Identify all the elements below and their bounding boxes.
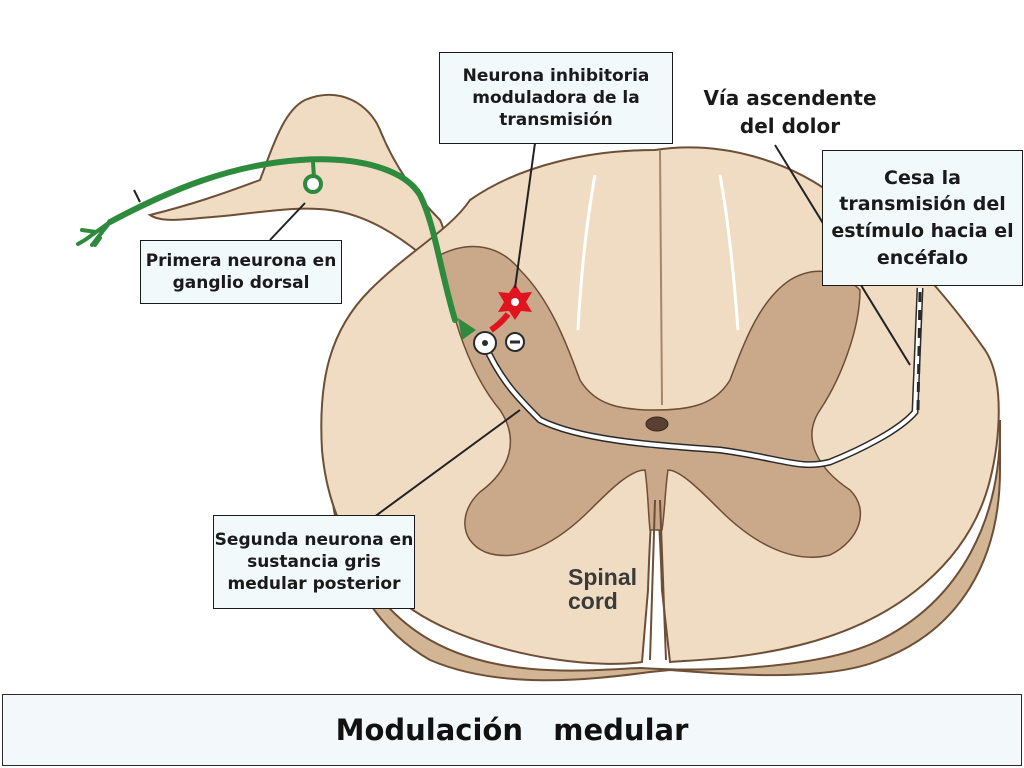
label-second-neuron: Segunda neurona en sustancia gris medula… <box>213 515 415 609</box>
first-neuron <box>76 156 476 340</box>
figure-text-spinal-cord: Spinal cord <box>568 564 638 615</box>
nerve-tick <box>133 189 141 203</box>
second-neuron <box>473 287 924 469</box>
label-ascending-pathway: Vía ascendente del dolor <box>703 86 877 138</box>
first-neuron-soma <box>303 174 323 194</box>
dorsal-column-line-right <box>718 174 740 331</box>
dorsal-column-line-left <box>576 174 597 331</box>
pointer-inhibitory <box>514 142 536 289</box>
inhibitory-neuron-nucleus <box>511 298 519 306</box>
central-canal <box>645 416 669 432</box>
inhibitory-neuron <box>489 284 532 333</box>
pointer-first-neuron <box>269 202 306 241</box>
label-inhibitory-neuron: Neurona inhibitoria moduladora de la tra… <box>439 52 673 144</box>
blocked-pathway <box>916 289 922 411</box>
inhibitory-neuron-axon <box>489 312 511 333</box>
second-neuron-nucleus <box>482 340 488 346</box>
first-neuron-terminal <box>458 318 476 340</box>
minus-sign-icon <box>505 332 525 352</box>
spinal-cord-gray-matter <box>439 245 861 558</box>
dorsal-median-sulcus <box>659 149 663 406</box>
label-transmission-stops: Cesa la transmisión del estímulo hacia e… <box>822 150 1023 286</box>
label-first-neuron: Primera neurona en ganglio dorsal <box>140 240 342 304</box>
pointer-second-neuron <box>369 409 521 521</box>
slide-title: Modulación medular <box>335 713 689 747</box>
second-neuron-axon <box>483 287 922 467</box>
spinal-cord-slab <box>329 419 1002 682</box>
ventral-median-fissure <box>649 499 667 661</box>
slide-title-bar: Modulación medular <box>2 694 1022 766</box>
first-neuron-dendrites <box>76 220 112 247</box>
dorsal-root-ganglion <box>147 93 446 264</box>
first-neuron-axon <box>107 156 458 323</box>
